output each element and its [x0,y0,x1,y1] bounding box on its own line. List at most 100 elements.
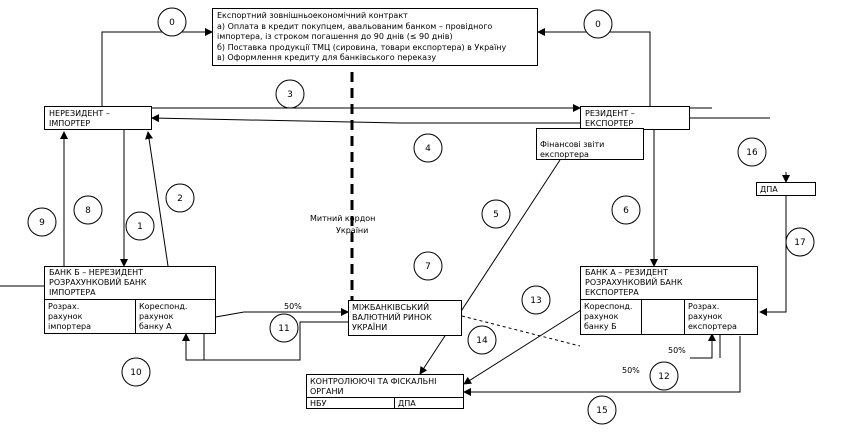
bank-b-importer-account-l3: імпортера [48,322,92,331]
resident-exporter-box: Резидент – експортер [580,106,690,130]
dpa-box: ДПА [756,182,816,196]
bank-a-resident-box: Банк А – резидент розрахунковий банк екс… [580,266,758,300]
market-line2: валютний ринок [352,313,432,322]
bank-a-exporter-account: Розрах. рахунок експортера [684,299,758,335]
flow-arrow-12 [690,333,716,359]
bank-b-corr-account-l3: банку А [139,322,172,331]
svg-text:1: 1 [137,222,143,232]
pct-bottom-label: 50% [622,366,640,375]
step-marker-6: 6 [611,195,641,225]
market-line1: Міжбанківський [352,303,430,312]
svg-text:14: 14 [476,336,488,346]
contract-term-a: а) Оплата в кредит покупцем, авальованим… [217,22,493,31]
step-marker-8: 8 [73,195,103,225]
step-marker-11: 11 [269,313,299,343]
svg-text:3: 3 [287,90,293,100]
fiscal-dpa-cell: ДПА [394,397,464,409]
resident-role: експортер [585,119,634,128]
nonresident-role: імпортер [49,119,91,128]
bank-a-corr-account-l2: рахунок [584,312,619,321]
bank-b-corr-account-l1: Кореспонд. [139,302,188,311]
nonresident-title: Нерезидент – [49,109,110,118]
step-marker-7: 7 [413,251,443,281]
flow-arrow-5 [419,159,561,375]
bank-a-corr-account-l3: банку Б [584,322,617,331]
svg-text:4: 4 [425,144,431,154]
svg-text:13: 13 [530,296,541,306]
bank-b-corr-account-l2: рахунок [139,312,174,321]
svg-text:9: 9 [39,218,45,228]
bank-a-subtitle: розрахунковий банк [585,278,683,287]
svg-text:15: 15 [596,406,607,416]
market-line3: України [352,323,388,332]
bank-b-subtitle: розрахунковий банк [49,278,147,287]
customs-label-line1: Митний кордон [310,214,376,223]
bank-b-importer-account-l2: рахунок [48,312,83,321]
bank-a-middle-cell [641,299,685,335]
fiscal-bodies-box: Контролюючі та фіскальні органи [306,374,464,398]
bank-b-importer-account: Розрах. рахунок імпортера [44,299,136,334]
contract-term-c: в) Оформлення кредиту для банківського п… [217,53,437,62]
flow-arrow-13 [463,297,601,385]
bank-b-title: Банк Б – нерезидент [49,268,144,277]
step-marker-0-left: 0 [157,7,187,37]
bank-a-corr-account-l1: Кореспонд. [584,302,633,311]
fiscal-subtitle: органи [310,387,344,396]
step-marker-10: 10 [121,357,151,387]
step-marker-3: 3 [275,79,305,109]
contract-term-a-cont: імпортера, із строком погашення до 90 дн… [217,32,453,41]
fiscal-nbu-label: НБУ [310,399,327,408]
contract-term-b: б) Поставка продукції ТМЦ (сировина, тов… [217,43,507,52]
fiscal-title: Контролюючі та фіскальні [310,377,437,386]
step-marker-0-right: 0 [583,9,613,39]
step-marker-13: 13 [521,285,551,315]
flow-arrow-11 [209,308,349,319]
flow-arrow-15 [463,336,741,396]
svg-text:8: 8 [85,206,91,216]
svg-text:16: 16 [746,148,758,158]
svg-text:17: 17 [794,238,805,248]
resident-reports-line2: експортера [540,150,589,159]
svg-text:2: 2 [177,194,183,204]
bank-b-subtitle-2: імпортера [49,288,96,297]
bank-a-exporter-account-l1: Розрах. [688,302,720,311]
svg-text:5: 5 [493,210,499,220]
resident-reports-line1: Фінансові звіти [540,140,605,149]
bank-a-corr-account: Кореспонд. рахунок банку Б [580,299,642,335]
step-marker-15: 15 [587,395,617,425]
pct-left-label: 50% [284,302,302,311]
svg-text:12: 12 [658,372,669,382]
step-marker-17: 17 [785,227,815,257]
nonresident-importer-box: Нерезидент – імпортер [44,106,152,130]
step-marker-4: 4 [413,133,443,163]
flow-arrow-0-left [101,28,213,106]
flow-arrow-2 [145,131,169,267]
svg-text:0: 0 [595,20,601,30]
bank-a-exporter-account-l3: експортера [688,322,737,331]
flow-arrow-0-right [537,28,651,106]
interbank-market-box: Міжбанківський валютний ринок України [348,300,462,336]
step-marker-14: 14 [467,325,497,355]
contract-box: Експортний зовнішньоекономічний контракт… [212,8,538,66]
resident-title: Резидент – [585,109,635,118]
svg-text:0: 0 [169,18,175,28]
bank-b-corr-account: Кореспонд. рахунок банку А [135,299,216,334]
step-marker-9: 9 [27,207,57,237]
customs-label-line2: України [336,226,369,235]
bank-a-subtitle-2: експортера [585,288,639,297]
svg-text:6: 6 [623,206,629,216]
svg-text:7: 7 [425,262,431,272]
dpa-label: ДПА [760,185,778,194]
svg-text:11: 11 [278,324,289,334]
fiscal-dpa-label: ДПА [398,399,416,408]
bank-b-importer-account-l1: Розрах. [48,302,80,311]
flow-arrow-17 [759,196,787,316]
fiscal-nbu-cell: НБУ [306,397,395,409]
step-marker-2: 2 [165,183,195,213]
bank-a-exporter-account-l2: рахунок [688,312,723,321]
step-marker-12: 12 [649,361,679,391]
resident-reports-box: Фінансові звіти експортера [536,128,644,160]
flow-arrow-return [182,321,348,361]
step-marker-1: 1 [125,211,155,241]
